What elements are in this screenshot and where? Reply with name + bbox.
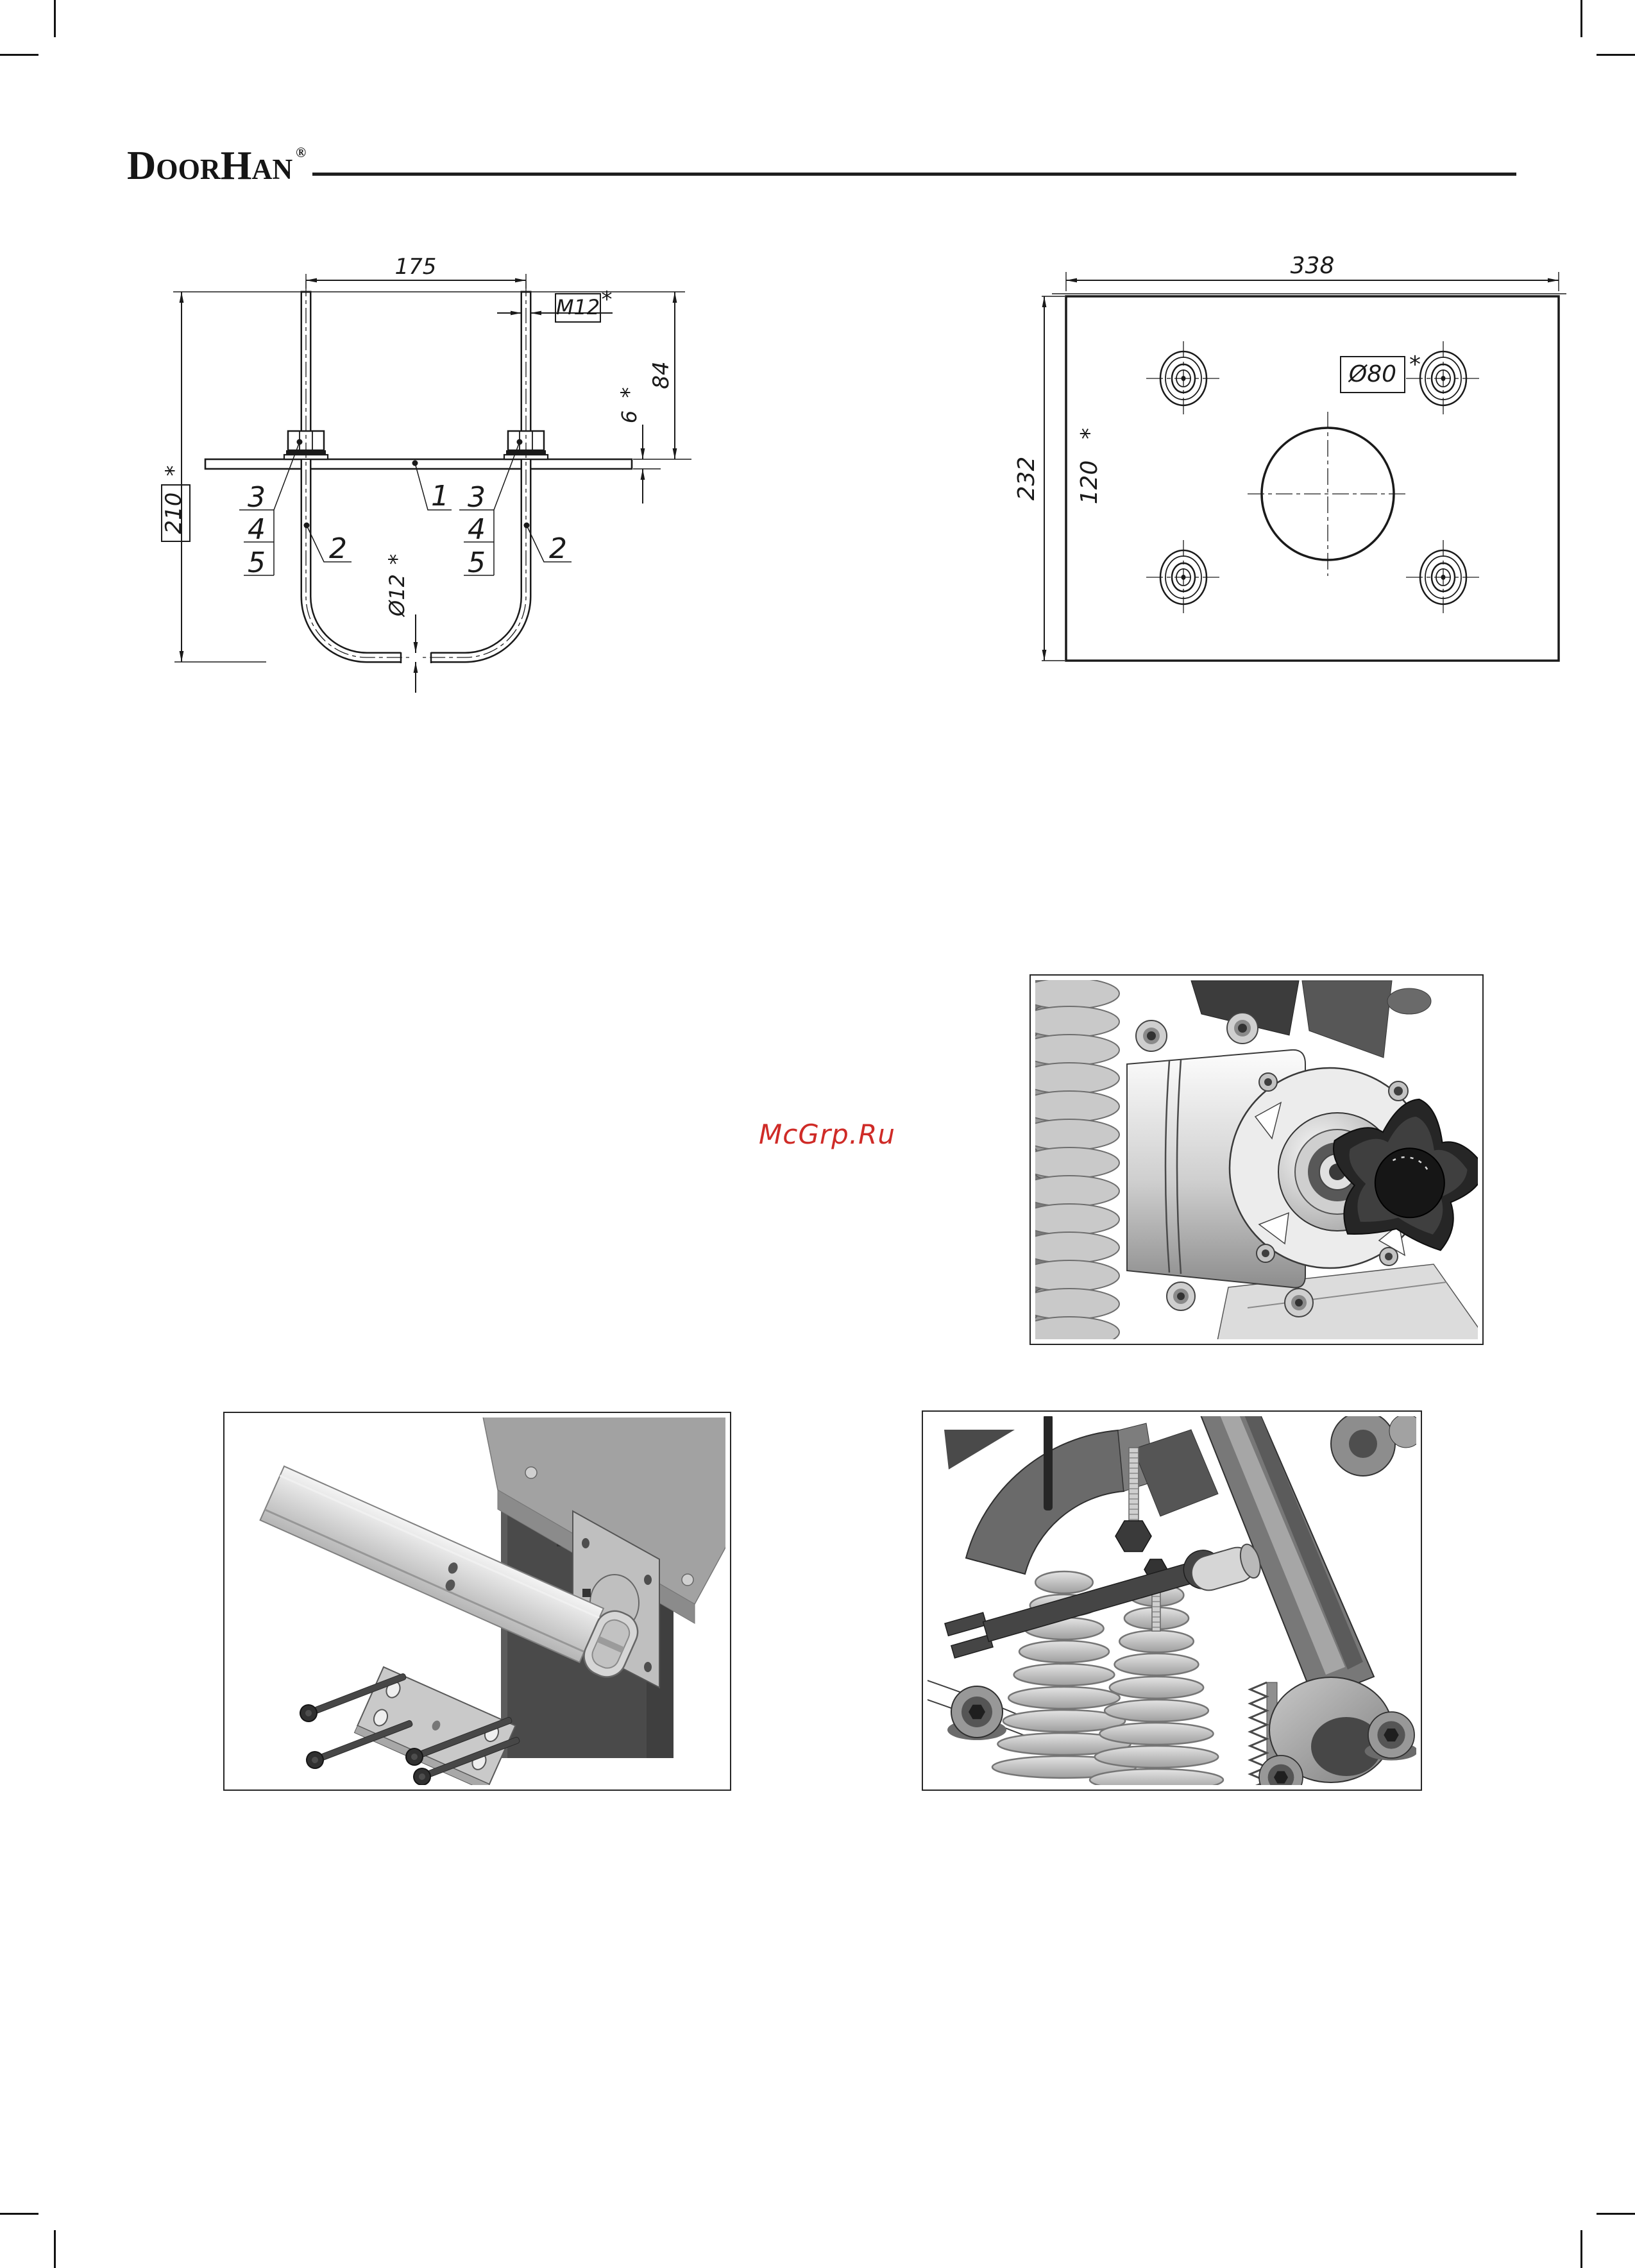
dim-210-frame [161, 484, 191, 542]
callout-5: 5 [468, 546, 486, 579]
watermark-label: McGrp.Ru [759, 1119, 895, 1150]
crop-mark [1580, 0, 1582, 37]
registered-trademark: ® [296, 144, 307, 160]
dim-338: 338 [1291, 253, 1335, 279]
callout-2: 2 [329, 532, 347, 565]
dim-m12-star: * [602, 287, 613, 312]
diagram-anchor-bolts: 175 M12 * 84 6 * 210 * Ø12 * 1 2 2 3 4 5… [161, 254, 691, 693]
callout-4: 4 [468, 513, 486, 546]
rear-bracket [1190, 980, 1300, 1036]
dim-120-star: * [1076, 428, 1103, 439]
doorhan-logo: DoorHan® [127, 132, 306, 186]
m12-frame [555, 293, 601, 323]
crop-mark [54, 0, 56, 37]
callout-4: 4 [248, 513, 266, 546]
dim-6: 6 [617, 410, 641, 423]
mounting-plate-side [204, 458, 633, 470]
crop-mark [1597, 2213, 1635, 2215]
dim-120: 120 [1076, 461, 1103, 505]
figure-border [223, 1412, 731, 1791]
threaded-stud [1115, 1447, 1152, 1552]
plate-outline [1065, 295, 1560, 662]
socket-bolt [1135, 1012, 1314, 1317]
fixing-bolt [1159, 549, 1208, 605]
diagram-mounting-plate: 338 232 120 * Ø80 * [1013, 253, 1566, 662]
crop-mark [0, 2213, 38, 2215]
crop-mark [1580, 2230, 1582, 2268]
figure-border [1029, 974, 1484, 1345]
crop-mark [54, 2230, 56, 2268]
callout-3: 3 [468, 481, 486, 514]
socket-bolt [1364, 1711, 1416, 1761]
dim-232: 232 [1013, 457, 1040, 501]
header-rule [312, 173, 1516, 176]
fixing-bolt [1159, 350, 1208, 407]
crop-mark [0, 54, 38, 56]
dim-d12-star: * [384, 554, 410, 565]
balance-spring-left [991, 1570, 1137, 1779]
dim-d80-star: * [1409, 351, 1421, 378]
callout-5: 5 [248, 546, 266, 579]
watermark-text: McGrp.Ru [759, 1119, 895, 1150]
logo-text: DoorHan [127, 142, 293, 188]
callout-3: 3 [248, 481, 266, 514]
boom-arm [259, 1465, 639, 1678]
figure-boom-bracket-mounting [223, 1412, 731, 1791]
dim-d80: Ø80 [1348, 361, 1396, 387]
fixing-bolt [1419, 549, 1468, 605]
release-knob [1332, 1098, 1478, 1251]
frame-part [944, 1430, 1015, 1469]
tension-rod [1044, 1416, 1053, 1511]
anchor-bolt-right [430, 291, 532, 663]
figure-gearmotor-release-knob [1029, 974, 1484, 1345]
arm-roller [1269, 1677, 1393, 1783]
figure-balancing-springs [922, 1410, 1422, 1791]
dim-d12: Ø12 [385, 574, 409, 618]
mounting-bolts [300, 1673, 520, 1785]
d80-frame [1340, 356, 1405, 393]
crop-mark [1597, 54, 1635, 56]
fixing-bolt [1419, 350, 1468, 407]
socket-bolt [947, 1686, 1006, 1740]
dim-6-star: * [616, 387, 642, 398]
balance-spring [1035, 980, 1120, 1339]
dim-m12: M12 [556, 295, 600, 319]
socket-bolt [1258, 1755, 1303, 1785]
callout-2: 2 [549, 532, 567, 565]
dim-84: 84 [648, 361, 674, 389]
pivot-pin [1190, 1543, 1261, 1591]
dim-210-star: * [161, 466, 187, 477]
boom-end-profile [583, 1610, 639, 1678]
balance-spring-right [1089, 1583, 1224, 1785]
figure-border [922, 1410, 1422, 1791]
dim-210: 210 [161, 493, 187, 534]
dim-175: 175 [395, 254, 437, 280]
lever-arm [1200, 1416, 1375, 1702]
callout-1: 1 [431, 480, 449, 512]
